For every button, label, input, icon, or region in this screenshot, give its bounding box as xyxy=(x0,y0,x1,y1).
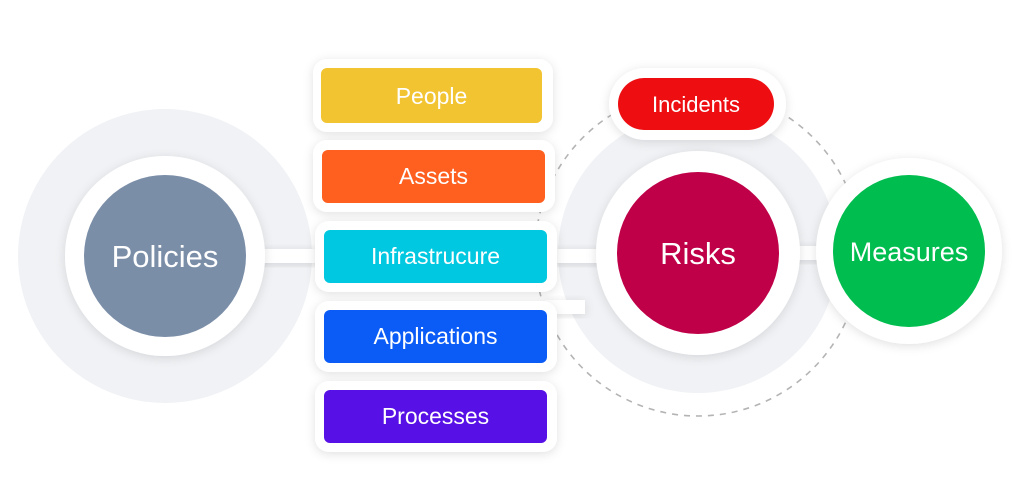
incidents-label: Incidents xyxy=(652,92,740,117)
category-assets-label: Assets xyxy=(399,163,468,189)
category-list: People Assets Infrastrucure Applications… xyxy=(313,59,557,452)
category-applications: Applications xyxy=(315,301,557,372)
incidents-node: Incidents xyxy=(609,68,786,140)
category-people-label: People xyxy=(396,83,468,109)
category-applications-label: Applications xyxy=(373,323,497,349)
risks-node: Risks xyxy=(596,151,800,355)
category-infrastructure-label: Infrastrucure xyxy=(371,243,500,269)
category-processes-label: Processes xyxy=(382,403,489,429)
category-people: People xyxy=(313,59,553,132)
risks-label: Risks xyxy=(660,236,736,271)
category-processes: Processes xyxy=(315,381,557,452)
category-assets: Assets xyxy=(313,140,555,212)
policies-label: Policies xyxy=(112,239,219,274)
policies-node: Policies xyxy=(65,156,265,356)
category-infrastructure: Infrastrucure xyxy=(315,221,557,292)
measures-label: Measures xyxy=(850,237,969,267)
measures-node: Measures xyxy=(816,158,1002,344)
